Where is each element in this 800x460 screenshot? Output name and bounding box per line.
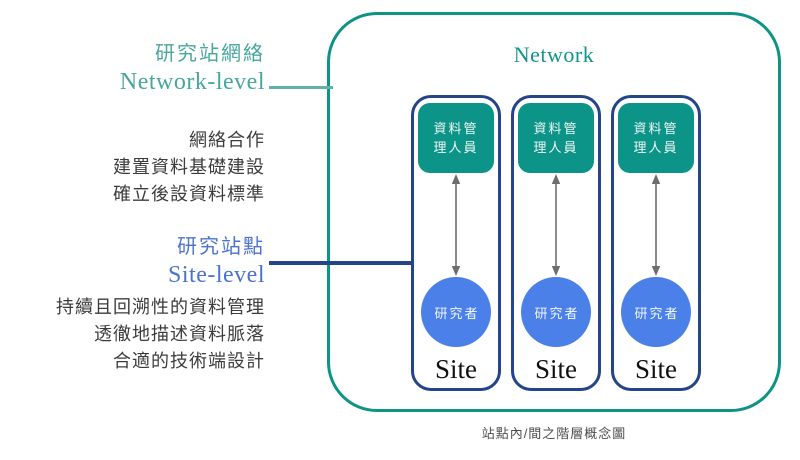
double-arrow-icon [549, 173, 563, 277]
researcher-node: 研究者 [521, 277, 591, 347]
diagram-caption: 站點內/間之階層概念圖 [481, 426, 627, 441]
network-level-connector-line [269, 86, 333, 89]
site-box-1: 資料管理人員 研究者 Site [411, 95, 501, 391]
researcher-node: 研究者 [421, 277, 491, 347]
data-manager-label: 資料管理人員 [433, 121, 479, 155]
site-level-heading: 研究站點 Site-level [168, 233, 265, 289]
double-arrow-icon [449, 173, 463, 277]
network-note-2: 建置資料基礎建設 [113, 157, 265, 177]
site-label: Site [534, 354, 577, 384]
network-level-heading: 研究站網絡 Network-level [120, 40, 265, 96]
data-manager-label: 資料管理人員 [633, 121, 679, 155]
data-manager-label: 資料管理人員 [533, 121, 579, 155]
data-manager-node: 資料管理人員 [618, 103, 694, 173]
site-level-notes: 持續且回溯性的資料管理 透徹地描述資料脈落 合適的技術端設計 [56, 294, 265, 375]
researcher-label: 研究者 [634, 305, 680, 321]
data-manager-node: 資料管理人員 [418, 103, 494, 173]
researcher-label: 研究者 [434, 305, 480, 321]
site-box-3: 資料管理人員 研究者 Site [611, 95, 701, 391]
site-box-2: 資料管理人員 研究者 Site [511, 95, 601, 391]
double-arrow-icon [649, 173, 663, 277]
site-label: Site [434, 354, 477, 384]
network-note-3: 確立後設資料標準 [113, 184, 265, 204]
network-note-1: 網絡合作 [189, 130, 265, 150]
site-level-connector-line [269, 261, 413, 265]
site-note-3: 合適的技術端設計 [113, 351, 265, 371]
site-level-title-zh: 研究站點 [177, 236, 265, 258]
network-level-title-zh: 研究站網絡 [155, 43, 265, 65]
site-note-1: 持續且回溯性的資料管理 [56, 297, 265, 317]
researcher-node: 研究者 [621, 277, 691, 347]
data-manager-node: 資料管理人員 [518, 103, 594, 173]
site-level-title-en: Site-level [168, 262, 265, 288]
researcher-label: 研究者 [534, 305, 580, 321]
network-level-title-en: Network-level [119, 69, 265, 95]
site-note-2: 透徹地描述資料脈落 [94, 324, 265, 344]
network-label: Network [513, 42, 595, 67]
site-label: Site [634, 354, 677, 384]
network-level-notes: 網絡合作 建置資料基礎建設 確立後設資料標準 [113, 127, 265, 208]
